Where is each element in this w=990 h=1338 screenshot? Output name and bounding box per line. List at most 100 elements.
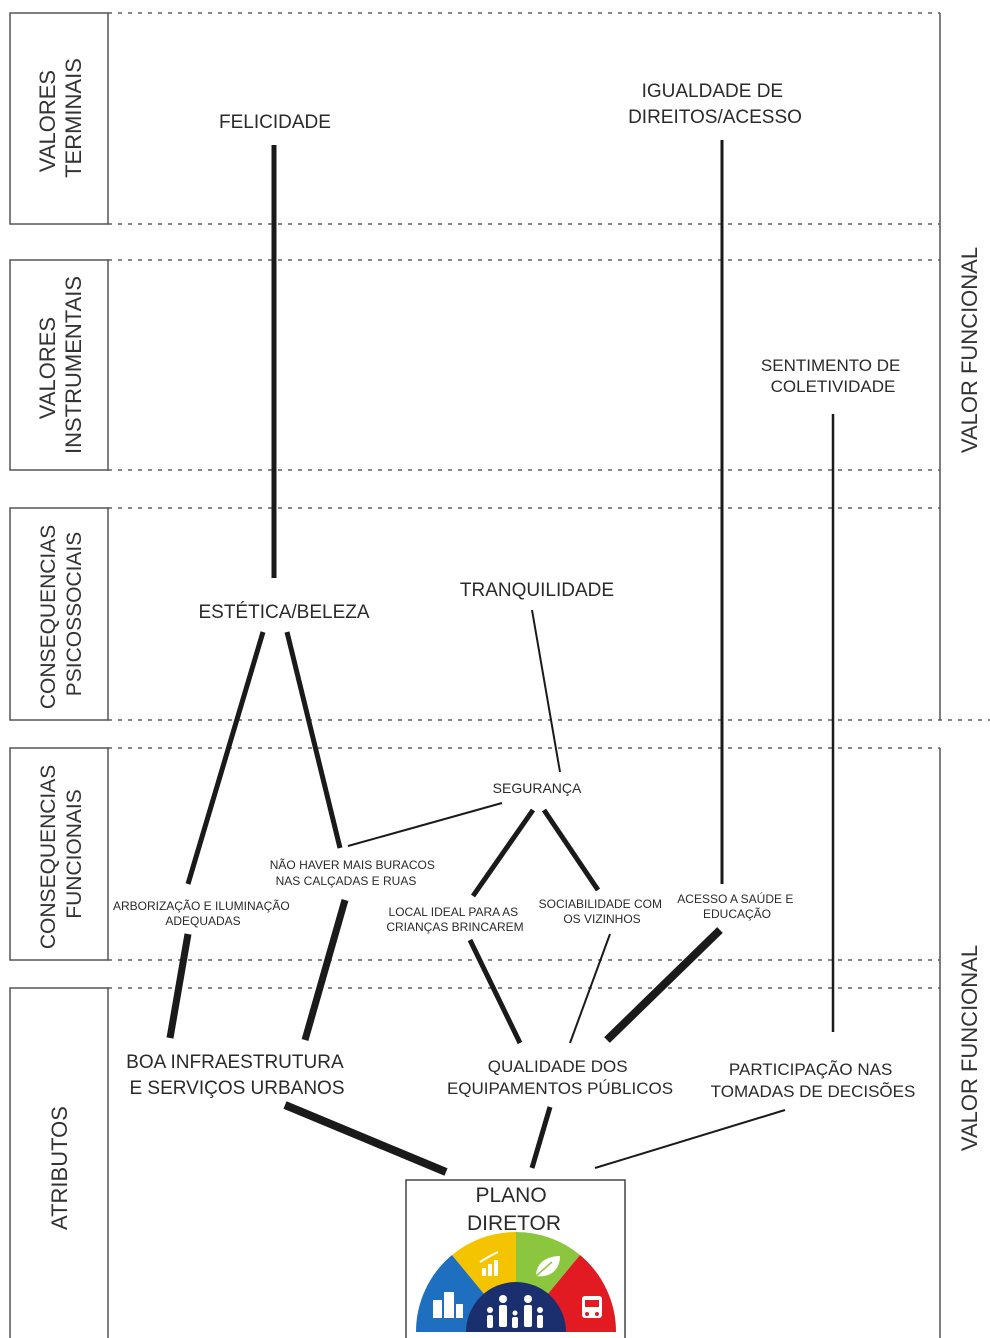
link-buracos-estetica — [284, 631, 343, 849]
node-infraestrutura: BOA INFRAESTRUTURA E SERVIÇOS URBANOS — [126, 1052, 348, 1099]
link-qualidade-sociabilidade — [569, 933, 611, 1044]
chart-bar — [482, 1268, 486, 1276]
node-line: ACESSO A SAÚDE E — [677, 891, 793, 906]
band-label-psychosocial: CONSEQUENCIAS PSICOSSOCIAIS — [37, 519, 86, 709]
link-seguranca-tranquilidade — [531, 609, 561, 773]
person-head — [524, 1295, 532, 1303]
buildings-icon — [433, 1292, 463, 1318]
band-box-attributes — [9, 987, 109, 1338]
leaf-stem — [535, 1261, 553, 1277]
node-line: SENTIMENTO DE — [761, 356, 900, 375]
right-label-lower: VALOR FUNCIONAL — [957, 945, 982, 1151]
root-node: PLANO DIRETOR — [405, 1179, 626, 1338]
chart-bar — [494, 1260, 498, 1276]
person-body — [487, 1315, 493, 1328]
link-infra-buracos — [301, 899, 349, 1041]
node-line: SOCIABILIDADE COM — [539, 897, 662, 911]
band-label-line: CONSEQUENCIAS — [37, 765, 60, 949]
bus-icon — [582, 1296, 602, 1318]
node-seguranca: SEGURANÇA — [493, 780, 582, 796]
node-line: OS VIZINHOS — [563, 912, 640, 926]
node-line: ARBORIZAÇÃO E ILUMINAÇÃO — [113, 899, 290, 913]
node-line: PARTICIPAÇÃO NAS — [729, 1060, 892, 1079]
node-line: CRIANÇAS BRINCAREM — [386, 920, 523, 934]
leaf-icon — [535, 1256, 560, 1277]
node-saude: ACESSO A SAÚDE E EDUCAÇÃO — [677, 891, 796, 921]
building-shape — [433, 1300, 442, 1318]
node-line: EQUIPAMENTOS PÚBLICOS — [447, 1079, 673, 1098]
node-estetica: ESTÉTICA/BELEZA — [198, 602, 369, 623]
bus-wheel — [585, 1312, 589, 1316]
node-line: TOMADAS DE DECISÕES — [711, 1082, 916, 1101]
person-body — [537, 1315, 543, 1328]
band-label-line: TERMINAIS — [61, 58, 86, 178]
band-boxes — [9, 12, 109, 1338]
band-label-line: VALORES — [35, 317, 60, 419]
node-line: LOCAL IDEAL PARA AS — [389, 905, 519, 919]
band-separators — [108, 12, 990, 989]
person-head — [512, 1310, 518, 1316]
person-head — [537, 1307, 543, 1313]
link-qualidade-saude — [604, 927, 723, 1043]
logo-segment-yellow — [452, 1231, 516, 1295]
link-buracos-seguranca — [347, 802, 503, 847]
band-label-line: CONSEQUENCIAS — [37, 525, 60, 709]
link-qualidade-local — [467, 938, 523, 1045]
bus-window — [585, 1300, 599, 1307]
node-line: COLETIVIDADE — [771, 377, 896, 396]
node-sociabilidade: SOCIABILIDADE COM OS VIZINHOS — [539, 897, 666, 926]
person-head — [487, 1307, 493, 1313]
band-box-instrumental — [9, 259, 109, 471]
link-sociabilidade-seguranca — [541, 808, 601, 892]
person-body — [524, 1305, 532, 1327]
connectors — [166, 140, 835, 1176]
node-line: EDUCAÇÃO — [703, 907, 771, 921]
band-label-functional: CONSEQUENCIAS FUNCIONAIS — [37, 759, 86, 949]
link-root-infra — [283, 1101, 448, 1176]
link-local-seguranca — [470, 808, 536, 898]
band-label-terminal: VALORES TERMINAIS — [35, 58, 86, 178]
node-participacao: PARTICIPAÇÃO NAS TOMADAS DE DECISÕES — [711, 1060, 916, 1101]
node-local-ideal: LOCAL IDEAL PARA AS CRIANÇAS BRINCAREM — [386, 905, 523, 934]
building-shape — [444, 1292, 454, 1318]
band-label-instrumental: VALORES INSTRUMENTAIS — [35, 276, 86, 454]
root-line: PLANO — [475, 1184, 546, 1207]
node-line: IGUALDADE DE — [642, 81, 783, 102]
chart-bar — [488, 1264, 492, 1276]
node-line: NÃO HAVER MAIS BURACOS — [270, 858, 435, 872]
node-qualidade: QUALIDADE DOS EQUIPAMENTOS PÚBLICOS — [447, 1057, 673, 1098]
person-head — [499, 1295, 507, 1303]
band-label-line: INSTRUMENTAIS — [61, 276, 86, 454]
band-label-attributes: ATRIBUTOS — [47, 1106, 72, 1230]
link-root-qualidade — [529, 1106, 553, 1169]
node-felicidade: FELICIDADE — [219, 112, 331, 133]
band-label-line: VALORES — [35, 70, 60, 172]
node-coletividade: SENTIMENTO DE COLETIVIDADE — [761, 356, 905, 396]
node-line: DIREITOS/ACESSO — [628, 107, 802, 128]
band-label-line: ATRIBUTOS — [47, 1106, 72, 1230]
person-body — [499, 1305, 507, 1327]
growth-chart-icon — [479, 1251, 499, 1276]
person-body — [512, 1317, 518, 1328]
family-icon — [487, 1295, 543, 1328]
plano-diretor-logo — [415, 1231, 617, 1332]
link-arborizacao-estetica — [185, 631, 266, 885]
band-box-psychosocial — [9, 507, 109, 721]
building-shape — [456, 1304, 463, 1318]
node-line: E SERVIÇOS URBANOS — [129, 1078, 344, 1099]
right-label-upper: VALOR FUNCIONAL — [957, 247, 982, 453]
root-line: DIRETOR — [467, 1212, 561, 1235]
link-infra-arborizacao — [166, 933, 192, 1039]
chart-arrow — [479, 1251, 499, 1263]
bus-wheel — [595, 1312, 599, 1316]
node-tranquilidade: TRANQUILIDADE — [460, 580, 614, 601]
node-line: NAS CALÇADAS E RUAS — [276, 874, 417, 888]
node-line: ADEQUADAS — [165, 914, 240, 928]
node-igualdade: IGUALDADE DE DIREITOS/ACESSO — [628, 81, 802, 128]
band-box-terminal — [9, 12, 109, 225]
node-buracos: NÃO HAVER MAIS BURACOS NAS CALÇADAS E RU… — [270, 858, 438, 888]
link-root-participacao — [594, 1109, 786, 1169]
band-box-functional — [9, 747, 109, 961]
node-arborizacao: ARBORIZAÇÃO E ILUMINAÇÃO ADEQUADAS — [113, 899, 293, 928]
